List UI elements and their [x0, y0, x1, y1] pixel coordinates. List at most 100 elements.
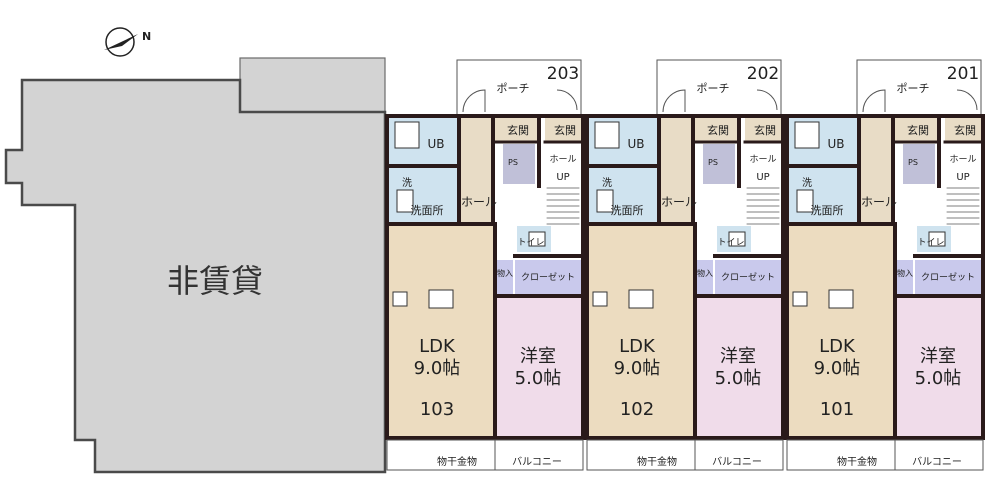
genkan-floor: [493, 118, 539, 142]
toilet-bowl-icon: [528, 231, 546, 247]
small-hall-label: ホール: [549, 154, 576, 165]
ps-shaft: [703, 144, 735, 184]
ps-shaft: [903, 144, 935, 184]
ps-label: PS: [908, 158, 918, 167]
balcony-label: バルコニー: [912, 456, 962, 468]
porch-area: [656, 59, 782, 117]
closet-floor: [915, 260, 981, 294]
unit-number: 103: [420, 399, 454, 420]
stairs-up-label: UP: [956, 172, 969, 183]
genkan2-label: 玄関: [554, 123, 576, 137]
north-compass: N: [104, 27, 151, 57]
washroom-label: 洗面所: [411, 204, 444, 217]
toilet-icon: [596, 189, 614, 213]
drying-rack-label: 物干金物: [437, 455, 477, 468]
ps-label: PS: [708, 158, 718, 167]
closet-label: クローゼット: [521, 271, 575, 283]
ps-label: PS: [508, 158, 518, 167]
washroom-label: 洗面所: [611, 204, 644, 217]
toilet-label: トイレ: [517, 238, 544, 248]
western-room-floor: [895, 296, 981, 436]
upper-unit-number: 201: [947, 64, 979, 84]
genkan-label: 玄関: [507, 123, 529, 137]
drying-rack-label: 物干金物: [837, 455, 877, 468]
storage-label: 物入: [697, 268, 713, 278]
closet-label: クローゼット: [721, 271, 775, 283]
porch-door-swing: [862, 89, 886, 113]
stove-icon: [592, 291, 608, 307]
western-room-size-label: 5.0帖: [515, 368, 562, 389]
non-rental-label: 非賃貸: [167, 262, 263, 300]
genkan2-floor: [945, 118, 981, 142]
balcony-label: バルコニー: [512, 456, 562, 468]
ldk-size-label: 9.0帖: [414, 358, 461, 379]
sink-icon: [828, 289, 854, 309]
toilet-label: トイレ: [717, 238, 744, 248]
hall-label: ホール: [461, 195, 497, 209]
hall-floor: [859, 118, 891, 224]
porch-area: [456, 59, 582, 117]
closet-floor: [715, 260, 781, 294]
compass-circle: [105, 27, 135, 57]
genkan2-floor: [745, 118, 781, 142]
hall-floor: [659, 118, 691, 224]
western-room-size-label: 5.0帖: [715, 368, 762, 389]
closet-label: クローゼット: [921, 271, 975, 283]
non-rental-area: 非賃貸: [4, 57, 387, 474]
porch-door-swing: [462, 89, 486, 113]
storage-label: 物入: [497, 268, 513, 278]
ub-label: UB: [627, 137, 644, 151]
ldk-label: LDK: [619, 336, 656, 357]
upper-unit-number: 202: [747, 64, 779, 84]
western-room-label: 洋室: [520, 346, 556, 367]
genkan2-label: 玄関: [754, 123, 776, 137]
bathtub-icon: [794, 121, 820, 149]
hall-label: ホール: [861, 195, 897, 209]
toilet-icon: [396, 189, 414, 213]
storage-floor: [697, 260, 713, 294]
ub-label: UB: [827, 137, 844, 151]
porch-label: ポーチ: [497, 82, 530, 95]
stair-area: [945, 144, 981, 224]
toilet-label: トイレ: [917, 238, 944, 248]
entrance-door-swing: [556, 89, 578, 111]
western-room-label: 洋室: [920, 346, 956, 367]
washer-label: 洗: [602, 177, 612, 189]
sink-icon: [628, 289, 654, 309]
ps-shaft: [503, 144, 535, 184]
balcony-area: [586, 439, 784, 471]
washroom-label: 洗面所: [811, 204, 844, 217]
small-hall-label: ホール: [949, 154, 976, 165]
genkan-label: 玄関: [707, 123, 729, 137]
stove-icon: [392, 291, 408, 307]
unit-outer-wall: [785, 114, 985, 440]
toilet-icon: [796, 189, 814, 213]
unit-number: 101: [820, 399, 854, 420]
unit-outer-wall: [585, 114, 785, 440]
bathtub-icon: [594, 121, 620, 149]
genkan-floor: [693, 118, 739, 142]
ldk-size-label: 9.0帖: [814, 358, 861, 379]
toilet-bowl-icon: [928, 231, 946, 247]
non-rental-annex: [239, 57, 386, 113]
balcony-area: [386, 439, 584, 471]
porch-label: ポーチ: [697, 82, 730, 95]
western-room-label: 洋室: [720, 346, 756, 367]
genkan2-label: 玄関: [954, 123, 976, 137]
balcony-label: バルコニー: [712, 456, 762, 468]
western-room-size-label: 5.0帖: [915, 368, 962, 389]
entrance-door-swing: [756, 89, 778, 111]
unit-outer-wall: [385, 114, 585, 440]
stair-area: [745, 144, 781, 224]
western-room-floor: [495, 296, 581, 436]
sink-icon: [428, 289, 454, 309]
entrance-door-swing: [956, 89, 978, 111]
genkan2-floor: [545, 118, 581, 142]
storage-floor: [897, 260, 913, 294]
stairs-up-label: UP: [756, 172, 769, 183]
drying-rack-label: 物干金物: [637, 455, 677, 468]
